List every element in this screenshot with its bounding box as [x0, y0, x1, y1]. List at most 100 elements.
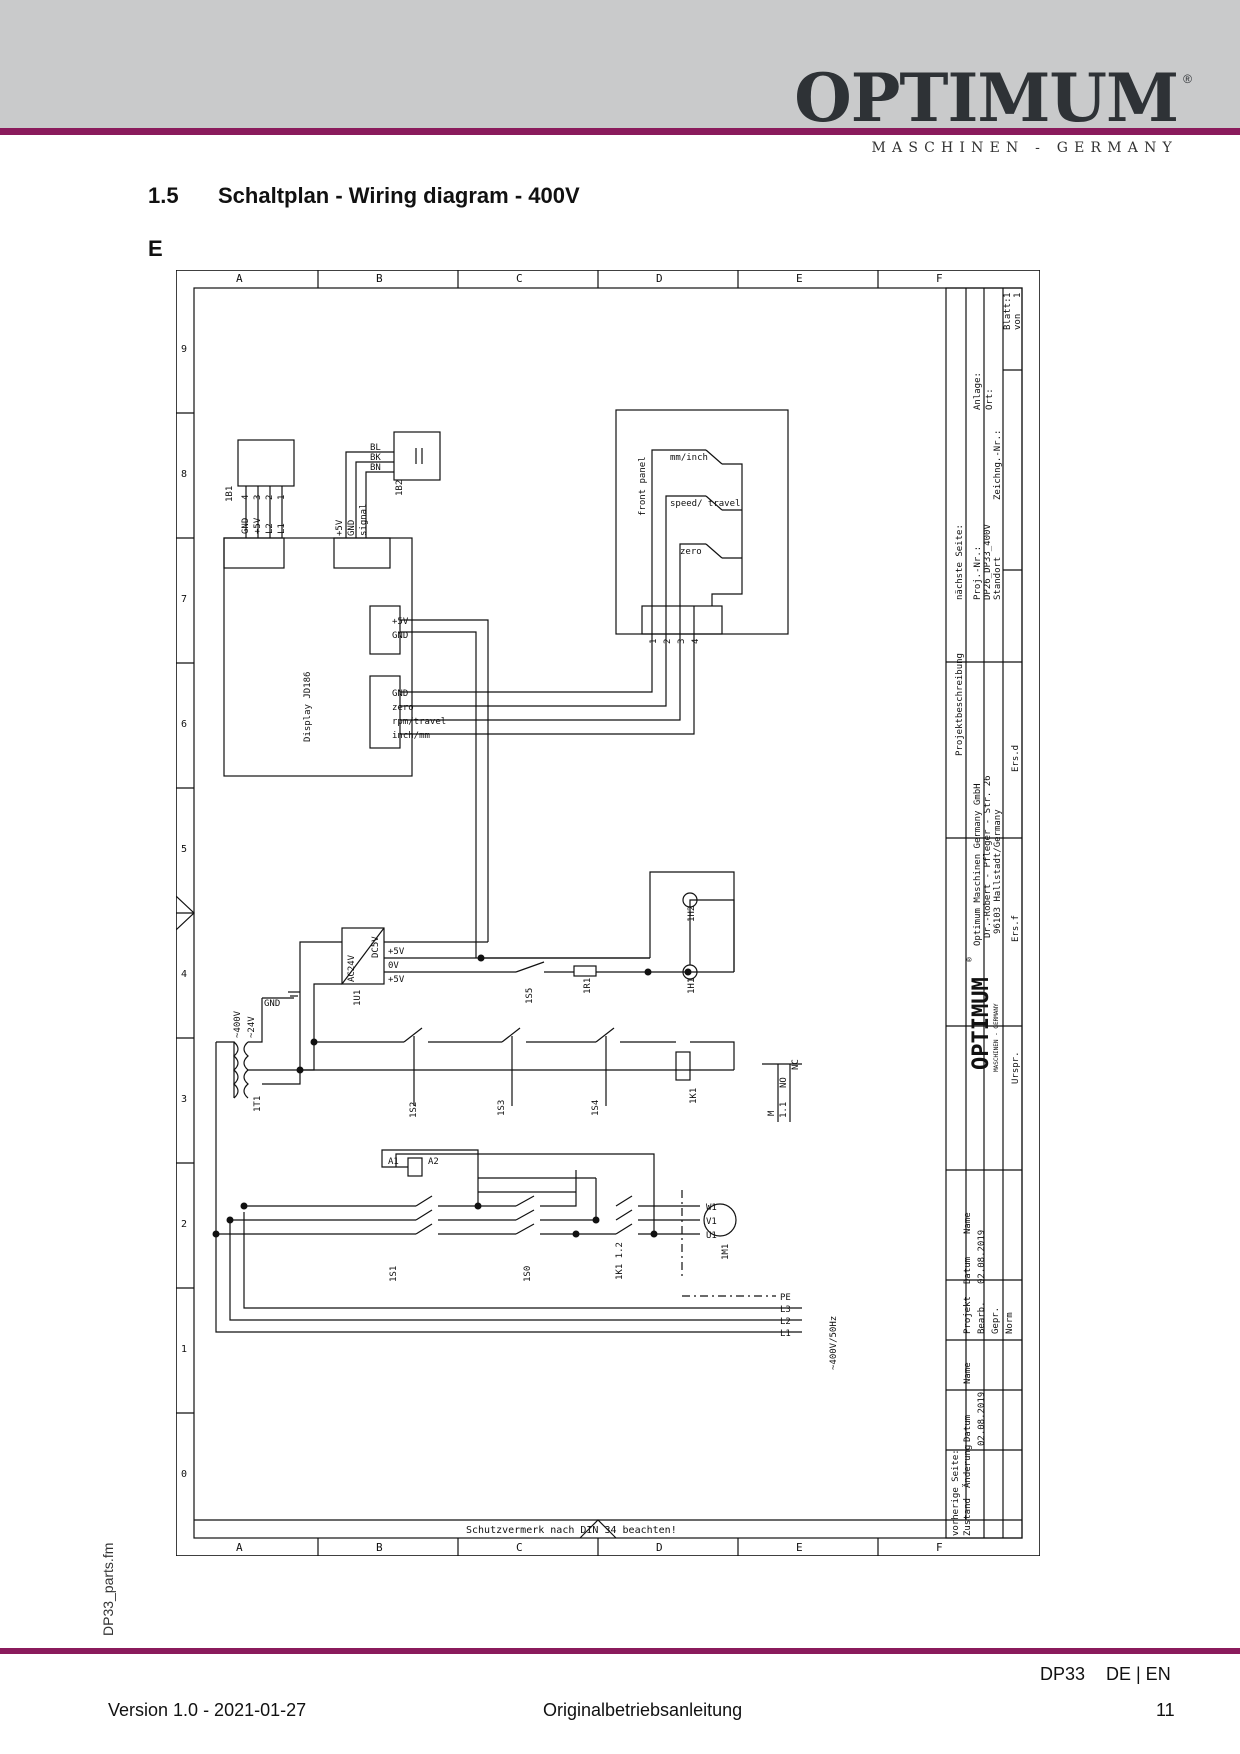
front-panel-pin: 4 — [691, 639, 701, 644]
appendix-letter: E — [148, 236, 163, 261]
tb-ers-f: Ers.f — [1011, 915, 1021, 942]
encoder-pin: +5V — [253, 517, 263, 534]
tb-logo-reg: ® — [965, 957, 974, 962]
contact-value: 1.1 — [779, 1102, 789, 1118]
switch-1s4-label: 1S4 — [591, 1100, 601, 1116]
tb-projekt: Projekt — [963, 1296, 973, 1334]
encoder-number: 3 — [253, 495, 263, 500]
tb-zustand: Zustand — [963, 1498, 973, 1536]
column-label-bottom: A — [236, 1541, 243, 1554]
section-title: Schaltplan - Wiring diagram - 400V — [218, 183, 580, 208]
footer-version: Version 1.0 - 2021-01-27 — [108, 1700, 307, 1720]
sensor-wire: BN — [370, 463, 381, 473]
tb-bearb: Bearb. — [977, 1301, 987, 1334]
tb-blatt: Blatt: — [1003, 297, 1013, 330]
encoder-number: 2 — [265, 495, 275, 500]
psu-out-label: DC5V — [371, 936, 381, 958]
tb-proj-nr: Proj.-Nr.: — [973, 546, 983, 600]
encoder-pin: L2 — [265, 523, 275, 534]
column-label-top: A — [236, 272, 243, 285]
tb-anlage: Anlage: — [973, 372, 983, 410]
lamp-1h1-label: 1H1 — [687, 978, 697, 994]
tb-name: Name — [963, 1212, 973, 1234]
tb-prev-page: vorherige Seite: — [951, 1449, 961, 1536]
front-panel-switch: speed/ travel — [670, 499, 740, 509]
psu-label: 1U1 — [353, 990, 363, 1006]
tb-von: von — [1013, 314, 1023, 330]
row-label: 8 — [181, 469, 187, 480]
switch-1s5-label: 1S5 — [525, 988, 535, 1004]
brand-wordmark: OPTIMUM — [794, 59, 1179, 137]
display-label: Display JD186 — [303, 672, 313, 742]
line-l2: L2 — [780, 1317, 791, 1327]
tb-urspr: Urspr. — [1011, 1051, 1021, 1084]
tb-name: Name — [963, 1362, 973, 1384]
brand-logo: OPTIMUM ® MASCHINEN - GERMANY — [778, 59, 1192, 170]
display-pin: zero — [392, 703, 414, 713]
tb-company-line: Dr.-Robert - Pfleger - Str. 26 — [983, 775, 993, 938]
psu-output: +5V — [388, 947, 405, 957]
motor-terminal: W1 — [706, 1203, 717, 1213]
header-rule — [0, 128, 1240, 135]
switch-1s3-label: 1S3 — [497, 1100, 507, 1116]
sensor-wire: BK — [370, 453, 381, 463]
row-label: 9 — [181, 344, 187, 355]
psu-in-label: AC24V — [347, 954, 357, 982]
front-panel-pin: 3 — [677, 639, 687, 644]
front-panel-pin: 1 — [649, 639, 659, 644]
column-label-top: E — [796, 272, 803, 285]
tb-von-value: 1 — [1013, 293, 1023, 298]
tb-company-line: 96103 Hallstadt/Germany — [993, 809, 1003, 934]
tb-blatt-value: 1 — [1003, 293, 1013, 298]
psu-output: 0V — [388, 961, 399, 971]
supply-voltage: ~400V/50Hz — [829, 1316, 839, 1370]
display-pin: GND — [392, 631, 408, 641]
motor-terminal: V1 — [706, 1217, 717, 1227]
footer-languages: DE | EN — [1106, 1664, 1171, 1684]
row-label: 3 — [181, 1094, 187, 1105]
footer-rule — [0, 1648, 1240, 1654]
display-pin: rpm/travel — [392, 717, 446, 727]
transformer-secondary: ~24V — [247, 1016, 257, 1038]
tb-date-1: 02.08.2019 — [977, 1392, 987, 1446]
tb-datum: Datum — [963, 1415, 973, 1442]
row-label: 0 — [181, 1469, 187, 1480]
header-band — [0, 0, 1240, 128]
tb-norm: Norm — [1005, 1312, 1015, 1334]
column-label-bottom: C — [516, 1541, 523, 1554]
front-panel-switch: mm/inch — [670, 453, 708, 463]
display-pin: inch/mm — [392, 731, 430, 741]
contact-header: NO — [779, 1077, 789, 1088]
wiring-diagram: A B C D E F A B C D E F 9 8 7 6 5 4 3 2 … — [176, 270, 1040, 1556]
tb-ort: Ort: — [985, 388, 995, 410]
row-label: 1 — [181, 1344, 187, 1355]
switch-1s2-label: 1S2 — [409, 1102, 419, 1118]
footer-document: Originalbetriebsanleitung — [543, 1700, 743, 1720]
coil-a1: A1 — [388, 1157, 399, 1167]
switch-1s1-label: 1S1 — [389, 1266, 399, 1282]
gnd-label: GND — [264, 999, 280, 1009]
display-pin: GND — [392, 689, 408, 699]
column-label-bottom: E — [796, 1541, 803, 1554]
front-panel-pin: 2 — [663, 639, 673, 644]
column-label-top: C — [516, 272, 523, 285]
column-label-top: B — [376, 272, 383, 285]
sensor-pin: signal — [359, 503, 369, 536]
encoder-pin: L1 — [277, 523, 287, 534]
lamp-1h2-label: 1H2 — [687, 906, 697, 922]
row-label: 4 — [181, 969, 187, 980]
coil-a2: A2 — [428, 1157, 439, 1167]
line-l1: L1 — [780, 1329, 791, 1339]
protection-note: Schutzvermerk nach DIN 34 beachten! — [466, 1525, 677, 1536]
row-label: 6 — [181, 719, 187, 730]
column-label-bottom: B — [376, 1541, 383, 1554]
line-l3: L3 — [780, 1305, 791, 1315]
footer-model: DP33 — [1040, 1664, 1086, 1684]
tb-proj-value: DP26_DP33_400V — [983, 524, 993, 600]
tb-ers-d: Ers.d — [1011, 745, 1021, 772]
brand-tagline: MASCHINEN - GERMANY — [871, 140, 1178, 156]
column-label-top: F — [936, 272, 943, 285]
sensor-wire: BL — [370, 443, 381, 453]
psu-output: +5V — [388, 975, 405, 985]
front-panel-label: front panel — [638, 456, 648, 516]
